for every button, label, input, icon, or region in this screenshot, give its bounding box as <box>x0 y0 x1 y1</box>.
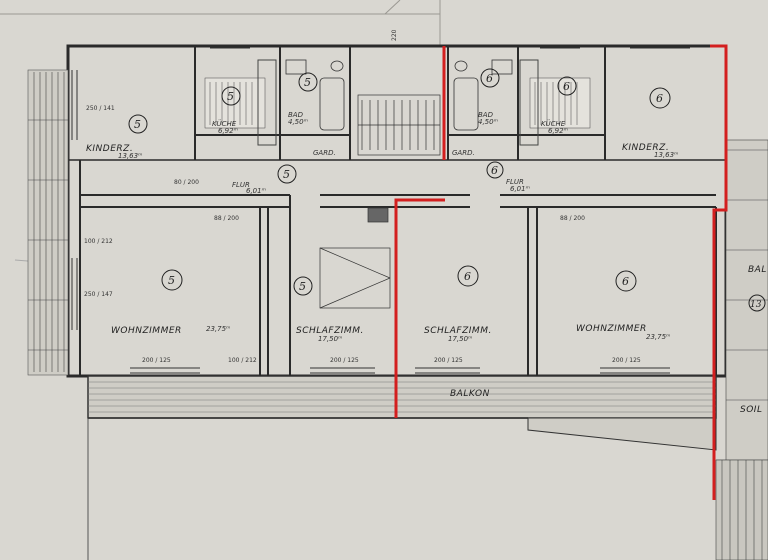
dim-100-212: 100 / 212 <box>84 238 113 245</box>
room-labels: KINDERZ. 13,63ᵐ KÜCHE 6,92ᵐ BAD 4,50ᵐ GA… <box>86 111 679 343</box>
room-label-wohnzimmer-right: WOHNZIMMER <box>576 324 647 334</box>
unit-marker-schlafzimm-right: 6 <box>457 265 479 287</box>
dim-88-200-a: 88 / 200 <box>214 215 239 222</box>
soil-label: SOIL <box>740 405 762 415</box>
room-label-gard-left: GARD. <box>313 149 336 157</box>
svg-text:6: 6 <box>486 72 493 85</box>
room-label-flur-right: FLUR <box>506 178 524 186</box>
svg-text:6: 6 <box>656 92 663 105</box>
svg-text:5: 5 <box>304 76 311 89</box>
dim-220: 220 <box>391 29 398 41</box>
dim-250-141: 250 / 141 <box>86 105 115 112</box>
unit-marker-flur-right: 6 <box>486 161 504 179</box>
unit-marker-wohnzimmer-right: 6 <box>615 270 637 292</box>
unit-marker-bad-right: 6 <box>480 68 500 88</box>
neighbour-stair <box>715 139 768 560</box>
room-label-bad-left: BAD <box>288 111 304 119</box>
room-label-kinderz-left: KINDERZ. <box>86 144 133 154</box>
room-label-schlafzimm-right: SCHLAFZIMM. <box>424 326 492 336</box>
room-area-bad-right: 4,50ᵐ <box>478 118 499 126</box>
left-terrace <box>27 69 69 376</box>
room-area-wohnzimmer-left: 23,75ᵐ <box>206 325 231 333</box>
room-area-bad-left: 4,50ᵐ <box>288 118 309 126</box>
room-area-schlafzimm-right: 17,50ᵐ <box>448 335 473 343</box>
dim-200-125-c: 200 / 125 <box>434 357 463 364</box>
svg-text:5: 5 <box>227 90 234 103</box>
room-label-flur-left: FLUR <box>232 181 250 189</box>
room-label-gard-right: GARD. <box>452 149 475 157</box>
kitchen-right-fixtures <box>519 59 591 146</box>
room-area-kinderz-right: 13,63ᵐ <box>654 151 679 159</box>
unit-markers: 5 5 5 5 5 5 6 6 6 6 6 6 <box>128 68 671 296</box>
unit-marker-bad-left: 5 <box>298 72 318 92</box>
svg-text:13: 13 <box>750 300 762 310</box>
room-area-schlafzimm-left: 17,50ᵐ <box>318 335 343 343</box>
unit-marker-kueche-left: 5 <box>221 86 241 106</box>
svg-text:6: 6 <box>563 80 570 93</box>
unit-marker-flur-left: 5 <box>277 164 297 184</box>
svg-text:6: 6 <box>622 275 629 288</box>
dim-200-125-b: 200 / 125 <box>330 357 359 364</box>
wardrobe-left <box>319 207 391 309</box>
unit-marker-kinderz-right: 6 <box>649 87 671 109</box>
svg-text:6: 6 <box>491 164 498 177</box>
room-area-kueche-right: 6,92ᵐ <box>548 127 569 135</box>
bal-label: BAL <box>748 265 767 275</box>
svg-text:5: 5 <box>168 274 175 287</box>
svg-text:5: 5 <box>299 280 306 293</box>
room-area-wohnzimmer-right: 23,75ᵐ <box>646 333 671 341</box>
svg-text:5: 5 <box>283 168 290 181</box>
bath-left-fixtures <box>285 59 345 131</box>
unit-marker-wohnzimmer-left: 5 <box>161 269 183 291</box>
dim-200-125-a: 200 / 125 <box>142 357 171 364</box>
interior-walls <box>79 46 717 376</box>
kitchen-left-fixtures <box>204 59 277 146</box>
dim-200-125-d: 200 / 125 <box>612 357 641 364</box>
room-label-kueche-left: KÜCHE <box>212 119 237 128</box>
dim-100-212-b: 100 / 212 <box>228 357 257 364</box>
windows <box>71 47 690 374</box>
room-label-kinderz-right: KINDERZ. <box>622 143 669 153</box>
unit-13-marker: 13 <box>748 294 766 312</box>
room-area-flur-left: 6,01ᵐ <box>246 187 267 195</box>
room-area-flur-right: 6,01ᵐ <box>510 185 531 193</box>
unit-marker-kueche-right: 6 <box>557 76 577 96</box>
dim-250-147: 250 / 147 <box>84 291 113 298</box>
room-label-wohnzimmer-left: WOHNZIMMER <box>111 326 182 336</box>
unit-marker-schlafzimm-left: 5 <box>293 276 313 296</box>
dimension-notes: 250 / 141 100 / 212 250 / 147 200 / 125 … <box>84 105 641 364</box>
room-label-bad-right: BAD <box>478 111 494 119</box>
bath-right-fixtures <box>453 59 513 131</box>
room-area-kinderz-left: 13,63ᵐ <box>118 152 143 160</box>
unit-marker-kinderz-left: 5 <box>128 114 148 134</box>
room-label-kueche-right: KÜCHE <box>541 119 566 128</box>
stairwell <box>357 94 441 156</box>
room-label-schlafzimm-left: SCHLAFZIMM. <box>296 326 364 336</box>
balcony-label: BALKON <box>450 389 490 399</box>
dim-80-200: 80 / 200 <box>174 179 199 186</box>
svg-text:6: 6 <box>464 270 471 283</box>
svg-text:5: 5 <box>134 118 141 131</box>
highlight-boundary <box>394 44 728 500</box>
balcony: BALKON <box>87 375 717 451</box>
room-area-kueche-left: 6,92ᵐ <box>218 127 239 135</box>
dim-88-200-b: 88 / 200 <box>560 215 585 222</box>
